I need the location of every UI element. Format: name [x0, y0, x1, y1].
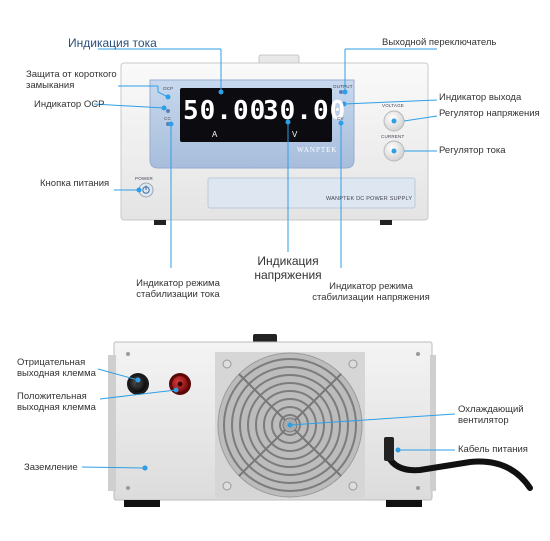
current-readout: 50.00 [183, 96, 267, 126]
label-cv-mode: Индикатор режима стабилизации напряжения [312, 281, 430, 303]
power-cable [384, 437, 533, 491]
label-output-indicator: Индикатор выхода [439, 92, 522, 103]
output-tag: OUTPUT [333, 84, 353, 89]
short-protect-led [166, 109, 170, 113]
voltage-unit: V [292, 130, 298, 139]
back-callout-lines [81, 368, 456, 469]
cc-tag: CC [164, 116, 171, 121]
label-power-cable: Кабель питания [458, 444, 528, 455]
label-positive-terminal: Положительная выходная клемма [17, 391, 96, 413]
label-cooling-fan: Охлаждающий вентилятор [458, 404, 524, 426]
label-cc-mode: Индикатор режима стабилизации тока [136, 278, 220, 300]
label-short-circuit: Защита от короткого замыкания [26, 69, 117, 91]
foot-right [380, 220, 392, 225]
back-foot-right [386, 500, 422, 507]
foot-left [154, 220, 166, 225]
label-voltage-regulator: Регулятор напряжения [439, 108, 540, 119]
front-unit [120, 54, 429, 225]
label-current-indication: Индикация тока [68, 36, 157, 50]
back-foot-left [124, 500, 160, 507]
back-callout-dots [135, 377, 401, 471]
nameplate [207, 177, 416, 209]
label-current-regulator: Регулятор тока [439, 145, 506, 156]
ocp-tag: OCP [163, 86, 174, 91]
label-power-button: Кнопка питания [40, 178, 110, 189]
voltage-readout: 30.00 [263, 96, 347, 126]
current-knob-label: CURRENT [381, 134, 405, 139]
label-ocp-indicator: Индикатор OCP [34, 99, 105, 110]
display-screen [180, 88, 332, 142]
voltage-knob-label: VOLTAGE [382, 103, 404, 108]
display-brand: WANPTEK [297, 146, 338, 154]
label-ground: Заземление [24, 462, 78, 473]
label-negative-terminal: Отрицательная выходная клемма [17, 357, 96, 379]
side-rail-right [430, 355, 436, 491]
output-switch [339, 90, 343, 94]
current-unit: A [212, 130, 218, 139]
nameplate-text: WANPTEK DC POWER SUPPLY [326, 196, 413, 202]
label-voltage-indication: Индикация напряжения [254, 254, 322, 282]
side-rail-left [108, 355, 116, 491]
front-callout-lines [93, 48, 438, 268]
cv-tag: CV [337, 116, 344, 121]
power-label: POWER [135, 176, 154, 181]
front-callout-dots [136, 89, 397, 193]
label-output-switch: Выходной переключатель [382, 37, 497, 48]
